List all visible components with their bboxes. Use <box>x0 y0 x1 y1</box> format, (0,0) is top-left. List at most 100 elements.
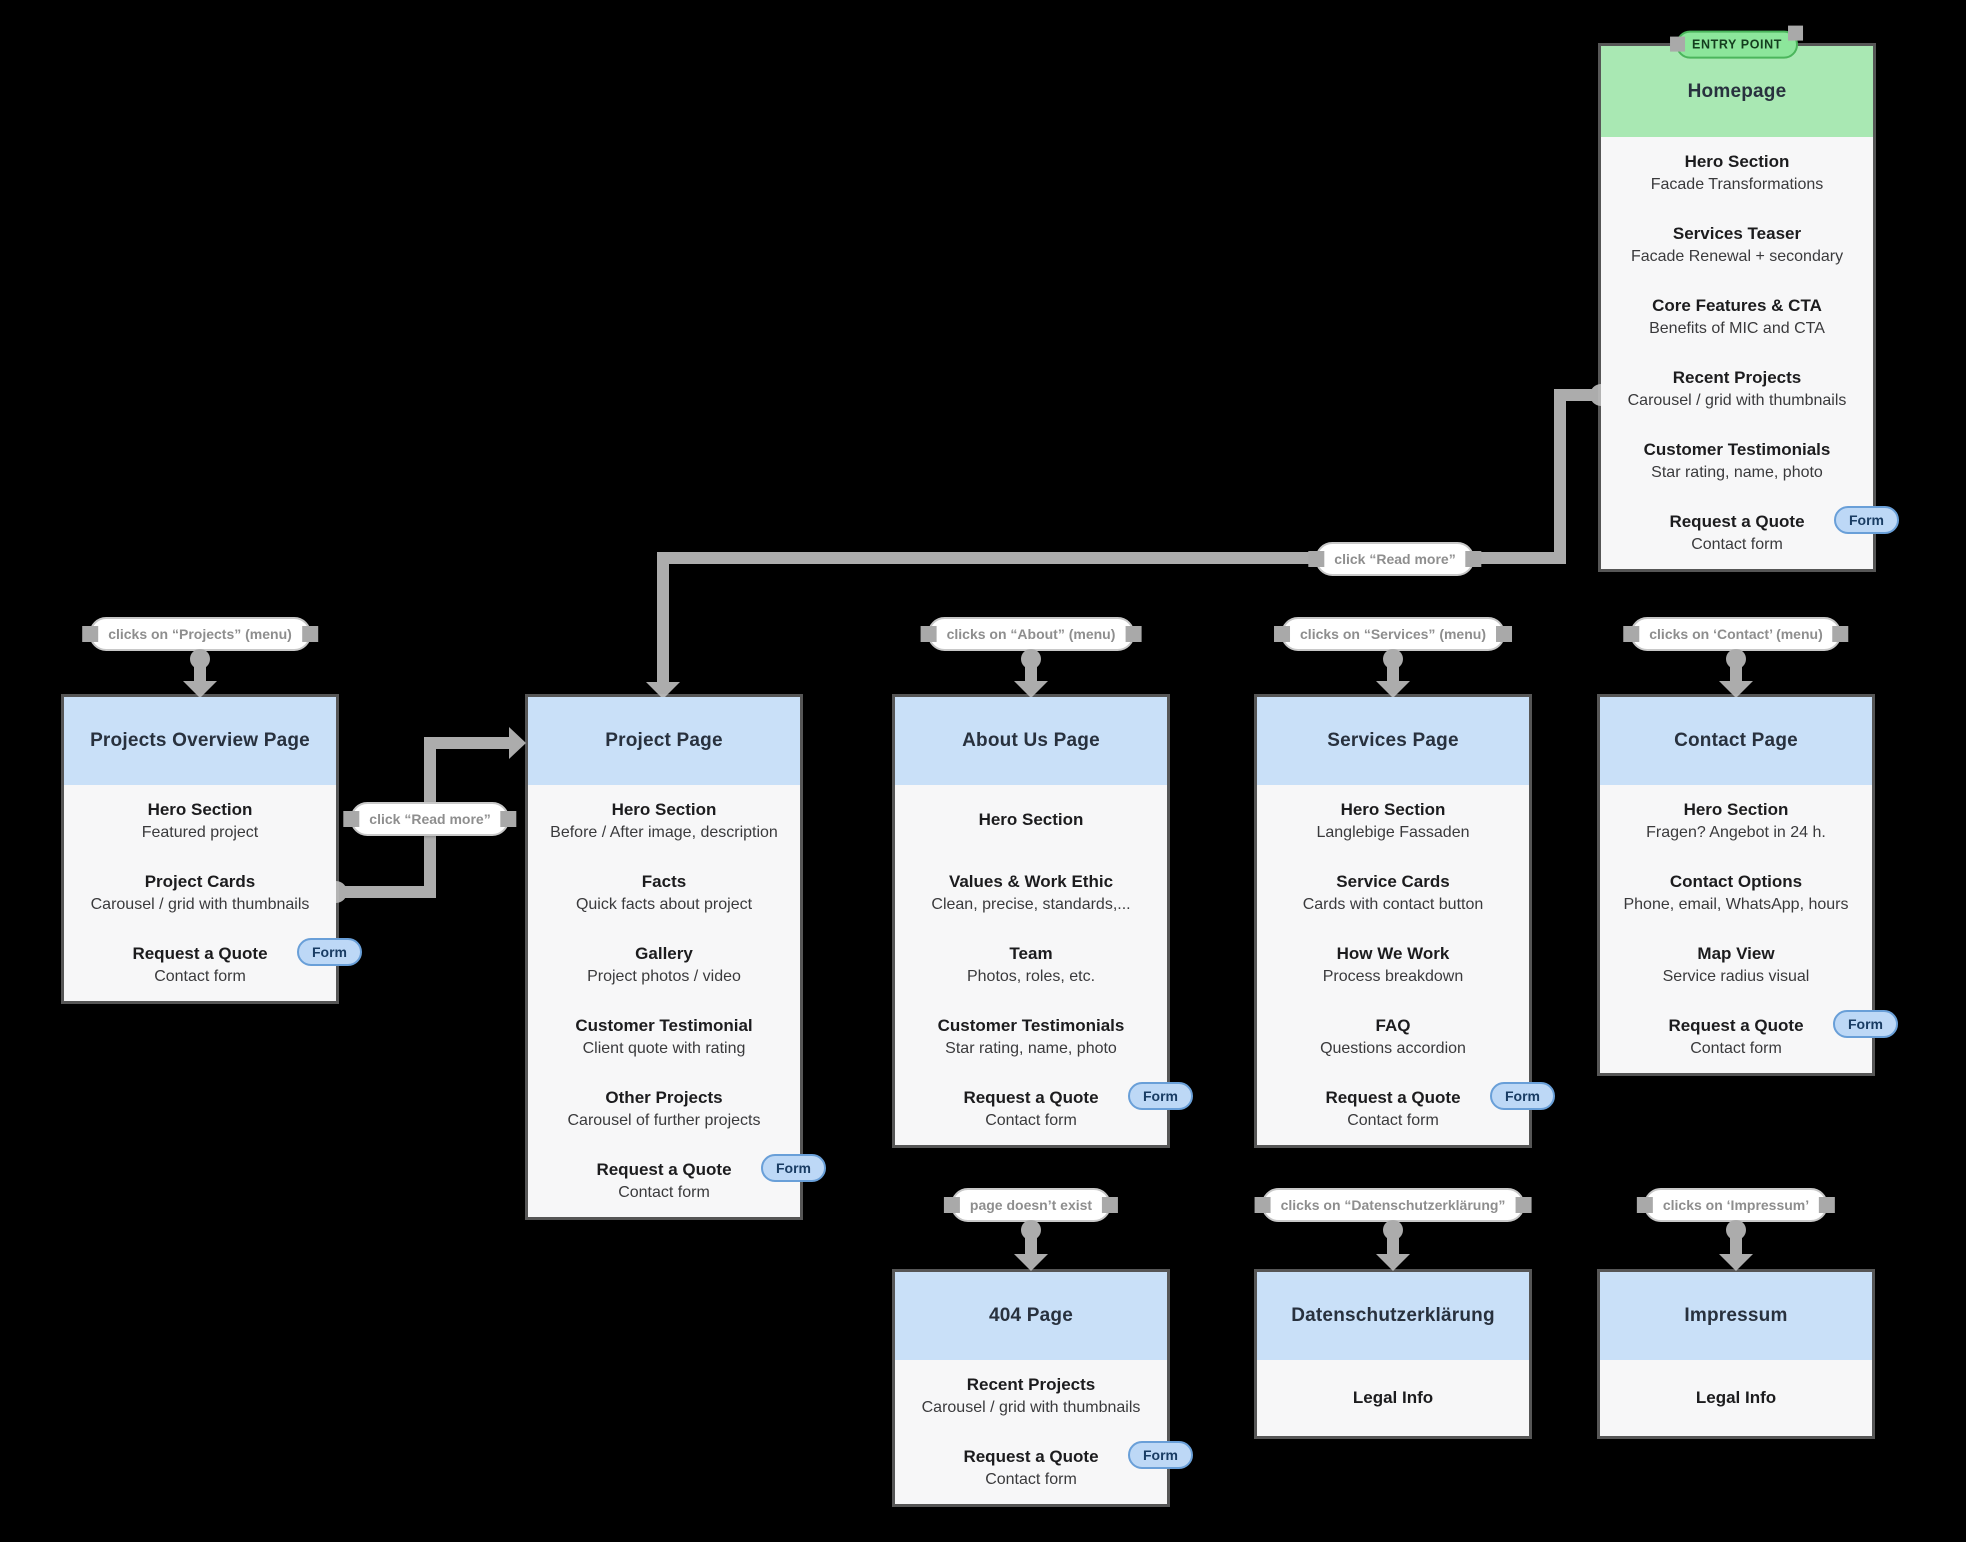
card-impressum-header: Impressum <box>1600 1272 1872 1360</box>
section-how-we-work: How We Work Process breakdown <box>1322 943 1464 985</box>
arrow-down-icon <box>646 682 680 699</box>
form-badge[interactable]: Form <box>1128 1076 1198 1110</box>
card-contact-header: Contact Page <box>1600 697 1872 785</box>
card-projects-overview-header: Projects Overview Page <box>64 697 336 785</box>
card-datenschutz-body: Legal Info <box>1257 1360 1529 1436</box>
connector-label-impressum-menu[interactable]: clicks on ‘Impressum’ <box>1636 1188 1836 1222</box>
card-services-header: Services Page <box>1257 697 1529 785</box>
connector-label-contact-menu[interactable]: clicks on ‘Contact’ (menu) <box>1623 617 1850 651</box>
section-faq: FAQ Questions accordion <box>1320 1015 1466 1057</box>
connector-line <box>424 737 510 749</box>
section-services-teaser: Services Teaser Facade Renewal + seconda… <box>1630 223 1844 265</box>
card-404-header: 404 Page <box>895 1272 1167 1360</box>
card-projects-overview[interactable]: Projects Overview Page Hero Section Feat… <box>61 694 367 1004</box>
section-gallery: Gallery Project photos / video <box>587 943 741 985</box>
section-legal-info: Legal Info <box>1695 1388 1777 1407</box>
form-badge[interactable]: Form <box>1128 1435 1198 1469</box>
card-impressum[interactable]: Impressum Legal Info <box>1597 1269 1875 1439</box>
card-homepage[interactable]: ENTRY POINT Homepage Hero Section Facade… <box>1598 25 1904 572</box>
card-homepage-body: Hero Section Facade Transformations Serv… <box>1601 137 1904 569</box>
page-title: Impressum <box>1684 1305 1788 1326</box>
section-legal-info: Legal Info <box>1352 1388 1434 1407</box>
connector-label-page-doesnt-exist[interactable]: page doesn’t exist <box>943 1188 1119 1222</box>
form-badge[interactable]: Form <box>1834 500 1904 534</box>
connector-line <box>1730 1223 1742 1257</box>
page-title: Services Page <box>1327 730 1459 751</box>
section-recent-projects: Recent Projects Carousel / grid with thu… <box>921 1374 1141 1416</box>
section-contact-options: Contact Options Phone, email, WhatsApp, … <box>1623 871 1849 913</box>
section-request-quote: Request a Quote Contact form Form <box>528 1145 831 1217</box>
page-title: 404 Page <box>989 1305 1073 1326</box>
connector-line <box>1387 652 1399 683</box>
connector-line <box>1025 652 1037 683</box>
connector-label-read-more-homepage[interactable]: click “Read more” <box>1308 542 1483 576</box>
card-datenschutz-header: Datenschutzerklärung <box>1257 1272 1529 1360</box>
section-other-projects: Other Projects Carousel of further proje… <box>567 1087 761 1129</box>
connector-line <box>194 652 206 683</box>
section-core-features: Core Features & CTA Benefits of MIC and … <box>1649 295 1825 337</box>
page-title: About Us Page <box>962 730 1100 751</box>
arrow-right-icon <box>509 727 526 759</box>
section-request-quote: Request a Quote Contact form Form <box>895 1432 1198 1504</box>
page-title: Project Page <box>605 730 723 751</box>
card-impressum-body: Legal Info <box>1600 1360 1872 1436</box>
form-badge[interactable]: Form <box>761 1148 831 1182</box>
card-contact-body: Hero Section Fragen? Angebot in 24 h. Co… <box>1600 785 1903 1073</box>
connector-line <box>1730 652 1742 683</box>
section-request-quote: Request a Quote Contact form Form <box>64 929 367 1001</box>
card-contact[interactable]: Contact Page Hero Section Fragen? Angebo… <box>1597 694 1903 1076</box>
card-404[interactable]: 404 Page Recent Projects Carousel / grid… <box>892 1269 1198 1507</box>
arrow-down-icon <box>1376 1254 1410 1271</box>
form-badge[interactable]: Form <box>297 932 367 966</box>
connector-label-datenschutz-menu[interactable]: clicks on “Datenschutzerklärung” <box>1254 1188 1532 1222</box>
card-project-page[interactable]: Project Page Hero Section Before / After… <box>525 694 831 1220</box>
section-request-quote: Request a Quote Contact form Form <box>1257 1073 1560 1145</box>
section-map-view: Map View Service radius visual <box>1662 943 1810 985</box>
form-badge[interactable]: Form <box>1490 1076 1560 1110</box>
section-team: Team Photos, roles, etc. <box>966 943 1096 985</box>
page-title: Homepage <box>1687 80 1787 102</box>
card-404-body: Recent Projects Carousel / grid with thu… <box>895 1360 1198 1504</box>
connector-line <box>336 886 436 898</box>
connector-label-services-menu[interactable]: clicks on “Services” (menu) <box>1274 617 1512 651</box>
arrow-down-icon <box>1014 681 1048 698</box>
section-hero: Hero Section Langlebige Fassaden <box>1316 799 1470 841</box>
card-about-us-header: About Us Page <box>895 697 1167 785</box>
entry-point-badge: ENTRY POINT <box>1670 25 1803 59</box>
section-facts: Facts Quick facts about project <box>575 871 753 913</box>
section-hero: Hero Section Facade Transformations <box>1650 151 1824 193</box>
page-title: Contact Page <box>1674 730 1798 751</box>
section-testimonials: Customer Testimonials Star rating, name,… <box>937 1015 1125 1057</box>
card-about-us-body: Hero Section Values & Work Ethic Clean, … <box>895 785 1198 1145</box>
section-request-quote: Request a Quote Contact form Form <box>895 1073 1198 1145</box>
section-project-cards: Project Cards Carousel / grid with thumb… <box>90 871 310 913</box>
section-hero: Hero Section Featured project <box>141 799 259 841</box>
arrow-down-icon <box>1719 1254 1753 1271</box>
form-badge[interactable]: Form <box>1833 1004 1903 1038</box>
connector-line <box>1387 1223 1399 1257</box>
connector-line <box>1554 389 1566 564</box>
card-projects-overview-body: Hero Section Featured project Project Ca… <box>64 785 367 1001</box>
card-homepage-header: ENTRY POINT Homepage <box>1601 25 1873 137</box>
card-datenschutz[interactable]: Datenschutzerklärung Legal Info <box>1254 1269 1532 1439</box>
arrow-down-icon <box>1014 1254 1048 1271</box>
connector-label-read-more-overview[interactable]: click “Read more” <box>343 802 518 836</box>
connector-label-about-menu[interactable]: clicks on “About” (menu) <box>920 617 1142 651</box>
section-service-cards: Service Cards Cards with contact button <box>1302 871 1484 913</box>
connector-label-projects-menu[interactable]: clicks on “Projects” (menu) <box>82 617 318 651</box>
arrow-down-icon <box>1376 681 1410 698</box>
arrow-down-icon <box>183 681 217 698</box>
section-values: Values & Work Ethic Clean, precise, stan… <box>931 871 1131 913</box>
card-project-page-header: Project Page <box>528 697 800 785</box>
page-title: Projects Overview Page <box>90 730 310 751</box>
card-services[interactable]: Services Page Hero Section Langlebige Fa… <box>1254 694 1560 1148</box>
section-hero: Hero Section <box>978 809 1084 829</box>
page-title: Datenschutzerklärung <box>1291 1305 1495 1326</box>
card-project-page-body: Hero Section Before / After image, descr… <box>528 785 831 1217</box>
connector-line <box>657 552 669 684</box>
card-services-body: Hero Section Langlebige Fassaden Service… <box>1257 785 1560 1145</box>
section-hero: Hero Section Fragen? Angebot in 24 h. <box>1646 799 1826 841</box>
card-about-us[interactable]: About Us Page Hero Section Values & Work… <box>892 694 1198 1148</box>
arrow-down-icon <box>1719 681 1753 698</box>
